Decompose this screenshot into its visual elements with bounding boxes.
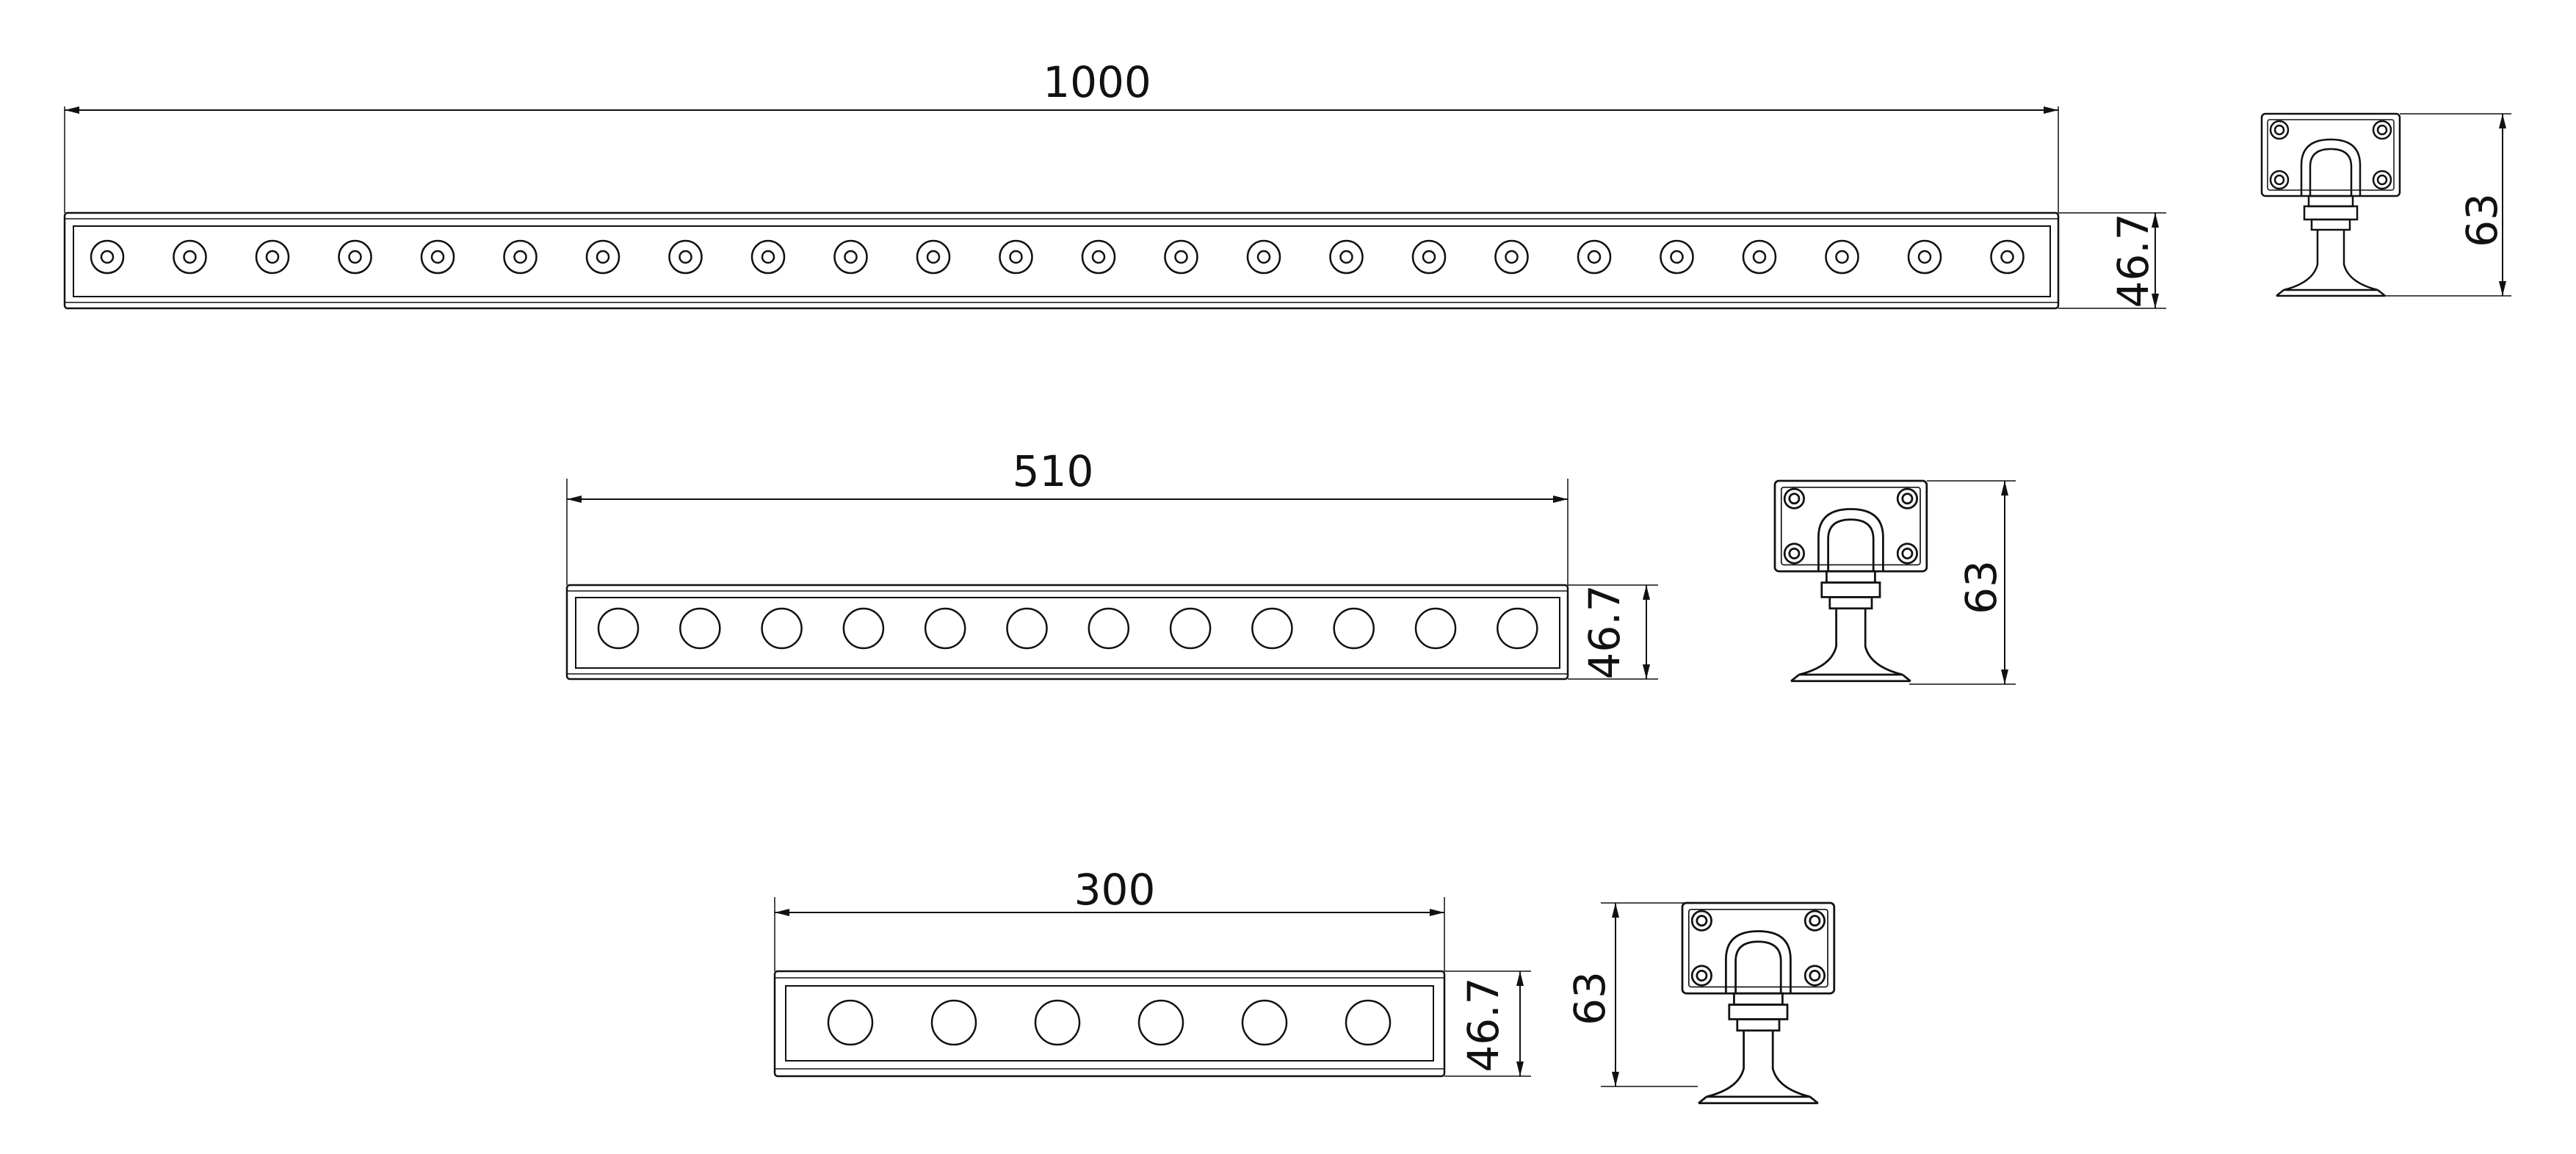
fixture-1000-length-dimension <box>64 106 2059 213</box>
led-lens-inner <box>1256 250 1271 264</box>
led-lens <box>338 239 372 275</box>
led-lens <box>420 239 455 275</box>
led-lens <box>173 239 207 275</box>
led-lens <box>503 239 538 275</box>
fixture-510-body <box>565 584 1569 681</box>
led-lens <box>924 607 966 650</box>
led-lens-inner <box>844 250 858 264</box>
led-lens <box>1251 607 1293 650</box>
led-lens <box>833 239 868 275</box>
led-lens-inner <box>1835 250 1849 264</box>
led-lens <box>1088 607 1130 650</box>
led-lens <box>90 239 125 275</box>
led-lens <box>1990 239 2025 275</box>
led-lens <box>1333 607 1375 650</box>
led-lens-inner <box>100 250 115 264</box>
fixture-510-leds <box>597 607 1538 650</box>
fixture-510-length-label: 510 <box>1013 446 1094 496</box>
led-lens <box>1411 239 1447 275</box>
led-lens-inner <box>265 250 280 264</box>
fixture-1000-group <box>63 106 2511 310</box>
led-lens-inner <box>348 250 362 264</box>
led-lens-inner <box>430 250 445 264</box>
led-lens <box>761 607 803 650</box>
led-lens-inner <box>1091 250 1106 264</box>
fixture-510-side-height-dimension <box>1909 480 2016 685</box>
led-lens <box>842 607 885 650</box>
led-lens-inner <box>596 250 610 264</box>
fixture-510-height-dimension <box>1568 584 1658 680</box>
led-lens-inner <box>926 250 941 264</box>
led-lens <box>916 239 951 275</box>
fixture-510-height-label: 46.7 <box>1580 584 1629 679</box>
led-lens <box>1246 239 1281 275</box>
led-lens-inner <box>1174 250 1188 264</box>
led-lens <box>1414 607 1457 650</box>
fixture-300-body <box>773 970 1446 1078</box>
fixture-510-length-dimension <box>566 479 1569 585</box>
led-lens-inner <box>513 250 527 264</box>
led-lens <box>1494 239 1529 275</box>
fixture-300-height-label: 46.7 <box>1458 977 1508 1072</box>
led-lens <box>1137 999 1184 1046</box>
led-lens <box>668 239 703 275</box>
fixture-1000-body <box>63 211 2060 310</box>
led-lens-inner <box>1670 250 1684 264</box>
fixture-1000-side-height-dimension <box>2385 113 2511 297</box>
led-lens-inner <box>761 250 775 264</box>
fixture-300-group <box>773 897 1836 1105</box>
led-lens-inner <box>2000 250 2014 264</box>
led-lens <box>1742 239 1777 275</box>
fixture-1000-length-label: 1000 <box>1043 57 1151 107</box>
fixture-510-group <box>565 479 2016 685</box>
fixture-1000-side-height-label: 63 <box>2457 193 2507 247</box>
fixture-300-length-label: 300 <box>1074 865 1156 915</box>
led-lens <box>1006 607 1048 650</box>
fixture-300-side-height-dimension <box>1601 902 1698 1087</box>
led-lens-inner <box>1422 250 1436 264</box>
fixture-300-side-height-label: 63 <box>1565 971 1615 1026</box>
fixture-300-height-dimension <box>1444 970 1531 1077</box>
led-lens <box>255 239 290 275</box>
led-lens <box>1169 607 1212 650</box>
led-lens-inner <box>1009 250 1023 264</box>
led-lens <box>1577 239 1612 275</box>
led-lens <box>1329 239 1364 275</box>
fixture-510-side-view <box>1773 479 1928 683</box>
led-lens <box>930 999 977 1046</box>
led-lens <box>999 239 1033 275</box>
led-lens <box>1081 239 1116 275</box>
led-lens <box>1345 999 1392 1046</box>
fixture-1000-height-dimension <box>2058 212 2166 309</box>
led-lens-inner <box>1917 250 1932 264</box>
led-lens <box>827 999 874 1046</box>
led-lens <box>597 607 640 650</box>
fixture-1000-leds <box>90 239 2025 275</box>
led-lens <box>1497 607 1538 650</box>
led-lens-inner <box>1339 250 1353 264</box>
fixture-1000-side-view <box>2260 112 2401 297</box>
fixture-300-leds <box>827 999 1392 1046</box>
led-lens-inner <box>1505 250 1519 264</box>
fixture-1000-height-label: 46.7 <box>2108 213 2158 308</box>
led-lens <box>1034 999 1081 1046</box>
fixture-300-length-dimension <box>774 897 1445 971</box>
led-lens <box>1164 239 1198 275</box>
led-lens <box>1660 239 1694 275</box>
fixture-300-side-view <box>1681 901 1836 1105</box>
led-lens <box>750 239 786 275</box>
led-lens <box>1825 239 1859 275</box>
led-lens-inner <box>1752 250 1767 264</box>
led-lens <box>585 239 621 275</box>
led-lens <box>679 607 721 650</box>
led-lens <box>1907 239 1942 275</box>
led-lens-inner <box>183 250 197 264</box>
led-lens <box>1241 999 1288 1046</box>
led-lens-inner <box>1587 250 1602 264</box>
fixture-510-side-height-label: 63 <box>1956 560 2006 614</box>
led-lens-inner <box>679 250 692 264</box>
